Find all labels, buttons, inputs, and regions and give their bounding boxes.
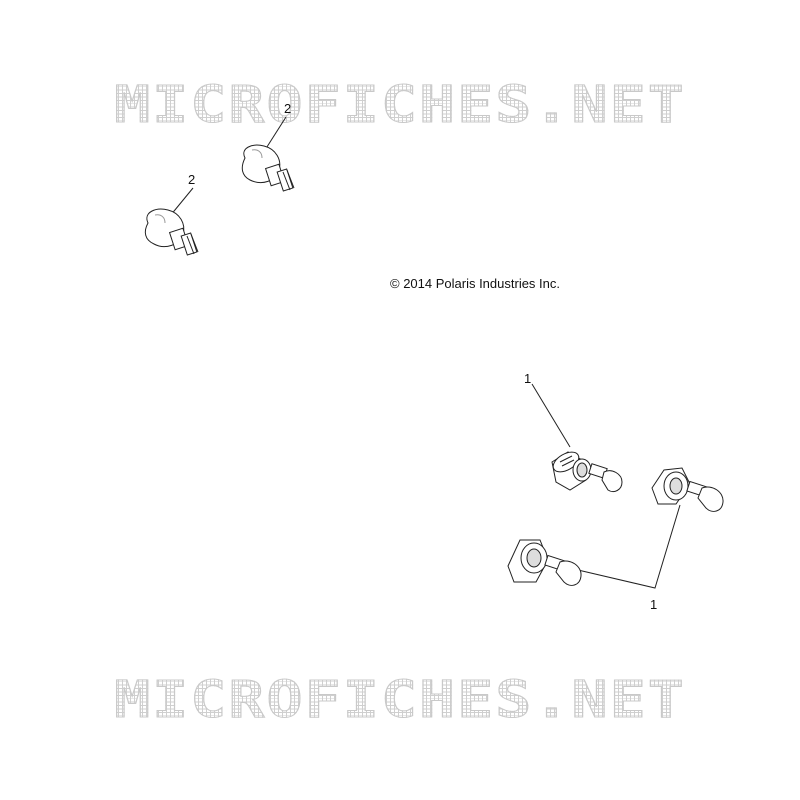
wedge-bulb-icon: [241, 144, 295, 192]
callout-1b: 1: [650, 597, 658, 612]
wedge-bulb-icon: [144, 208, 199, 256]
callout-2b: 2: [188, 172, 196, 187]
leader-line-2b: [169, 187, 194, 217]
leader-line-1b: [577, 504, 681, 589]
watermark-top: MICROFICHES.NET: [0, 70, 800, 140]
watermark-text: MICROFICHES.NET: [113, 670, 686, 730]
watermark-bottom: MICROFICHES.NET: [0, 665, 800, 735]
headlight-bulb-icon: [507, 539, 582, 586]
leader-line-1a: [531, 383, 571, 448]
watermark-text: MICROFICHES.NET: [113, 75, 686, 135]
copyright-text: © 2014 Polaris Industries Inc.: [390, 276, 560, 291]
leader-line-2a: [264, 116, 287, 151]
headlight-bulb-icon: [551, 451, 623, 493]
headlight-bulb-icon: [651, 467, 724, 512]
callout-1a: 1: [524, 371, 532, 386]
callout-2a: 2: [284, 101, 292, 116]
